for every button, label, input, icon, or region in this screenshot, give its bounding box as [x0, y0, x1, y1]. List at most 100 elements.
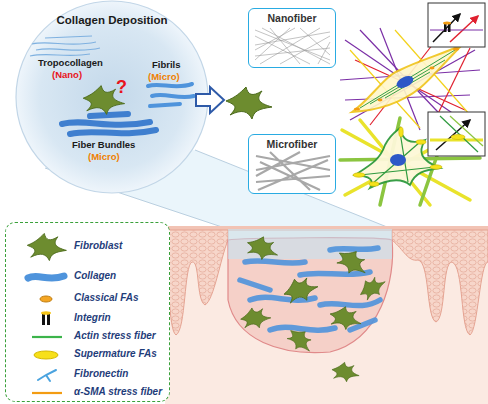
supermature-fa-icon — [34, 351, 58, 359]
collagen-icon — [28, 276, 64, 278]
box-label: Microfiber — [249, 138, 335, 150]
nanofiber-lines — [380, 28, 420, 130]
legend-sample — [14, 290, 74, 308]
nanofiber-inset — [430, 30, 483, 31]
legend-row: Integrin — [6, 310, 169, 328]
nanofiber-lines — [370, 35, 440, 125]
wound-collagen — [270, 327, 335, 330]
nanofiber-cell — [385, 72, 430, 98]
circle-outline — [16, 1, 208, 193]
wound-fibroblast — [356, 272, 390, 304]
nanofiber-lines — [340, 28, 480, 130]
nanofiber-lines — [395, 30, 470, 115]
nanofiber-lines — [350, 50, 420, 128]
legend-sample — [27, 233, 66, 260]
legend-sample — [14, 310, 74, 328]
microfiber-lines — [342, 130, 470, 200]
nanofiber-inset — [443, 21, 451, 24]
wound-collagen — [320, 300, 380, 306]
legend-sample — [14, 268, 74, 286]
annotation-label: (Micro) — [88, 152, 120, 162]
annotation-label: Fiber Bundles — [72, 140, 135, 150]
fiber-bundles — [90, 114, 128, 116]
microfiber-inset — [428, 112, 485, 156]
integrin-icon — [42, 313, 45, 325]
microfiber-lines — [420, 118, 450, 205]
collagen-fibrils — [148, 84, 192, 86]
legend-sample — [14, 238, 74, 256]
annotation-label: ? — [116, 78, 127, 98]
microfiber-cell — [430, 165, 442, 169]
legend-row: α-SMA stress fiber — [6, 384, 169, 402]
nanofiber-lines — [350, 30, 470, 128]
wound-collagen — [245, 261, 305, 263]
nanofiber-inset — [428, 3, 485, 47]
microfiber-lines — [340, 118, 480, 205]
wound-fibroblast — [328, 304, 364, 332]
legend-row: Supermature FAs — [6, 346, 169, 364]
nanofiber-lines — [355, 35, 470, 130]
microfiber-cell — [353, 173, 365, 177]
nanofiber-lines — [360, 30, 455, 130]
focal-adhesion-icon — [40, 296, 52, 302]
nanofiber-lines — [430, 48, 470, 130]
legend-sample — [32, 393, 62, 394]
fiber-bundles — [70, 130, 156, 134]
legend-sample — [14, 384, 74, 402]
nanofiber-mesh — [255, 28, 330, 64]
nanofiber-lines — [345, 95, 470, 100]
legend-row: Fibroblast — [6, 238, 169, 256]
skin-section — [165, 226, 488, 404]
nanofiber-cell — [354, 47, 459, 110]
legend-row: Actin stress fiber — [6, 328, 169, 346]
nanofiber-lines — [340, 28, 480, 130]
legend-sample — [38, 370, 56, 381]
legend-label: Fibroblast — [74, 240, 122, 251]
legend-label: Actin stress fiber — [74, 330, 156, 341]
wound-fibroblast — [239, 233, 389, 383]
skin-section — [392, 230, 488, 335]
microfiber-lines — [345, 125, 475, 195]
wound-fibroblast — [331, 361, 360, 383]
microfiber-cell — [353, 127, 442, 188]
legend-sample — [41, 311, 51, 325]
legend-sample — [14, 346, 74, 364]
tropocollagen-strands — [30, 36, 100, 56]
microfiber-cell — [355, 128, 440, 188]
integrin-icon — [41, 311, 51, 315]
legend-label: Supermature FAs — [74, 348, 157, 359]
nanofiber-cell — [370, 60, 445, 104]
nanofiber-inset — [450, 16, 478, 42]
legend-sample — [14, 366, 74, 384]
microfiber-inset — [450, 116, 483, 146]
skin-section — [165, 230, 228, 335]
tropocollagen-strands — [45, 36, 92, 38]
microfiber-inset — [430, 139, 483, 142]
collagen-fibrils — [148, 84, 194, 106]
nanofiber-lines — [345, 40, 470, 125]
integrin-icon — [47, 313, 50, 325]
microfiber-cell — [360, 132, 435, 184]
nanofiber-cell — [395, 74, 416, 91]
tropocollagen-strands — [30, 54, 90, 56]
wound-collagen — [300, 272, 370, 275]
skin-section — [392, 230, 488, 335]
microfiber-mesh — [256, 152, 330, 190]
microfiber-inset — [451, 135, 465, 140]
skin-section — [165, 230, 228, 335]
nanofiber-cell — [354, 107, 360, 110]
annotation-label: Tropocollagen — [38, 58, 103, 68]
microfiber-cell — [390, 154, 406, 166]
sma-line — [32, 392, 62, 394]
microfiber-cell — [399, 127, 403, 137]
microfiber-cell — [400, 132, 408, 182]
microfiber-lines — [340, 158, 480, 160]
nanofiber-mesh — [255, 28, 330, 64]
actin-line — [32, 336, 62, 338]
fibroblast-icon — [226, 87, 272, 119]
annotation-label: (Micro) — [148, 72, 180, 82]
microfiber-lines — [360, 120, 430, 205]
fiber-bundles — [62, 122, 150, 125]
legend-sample — [28, 276, 64, 278]
